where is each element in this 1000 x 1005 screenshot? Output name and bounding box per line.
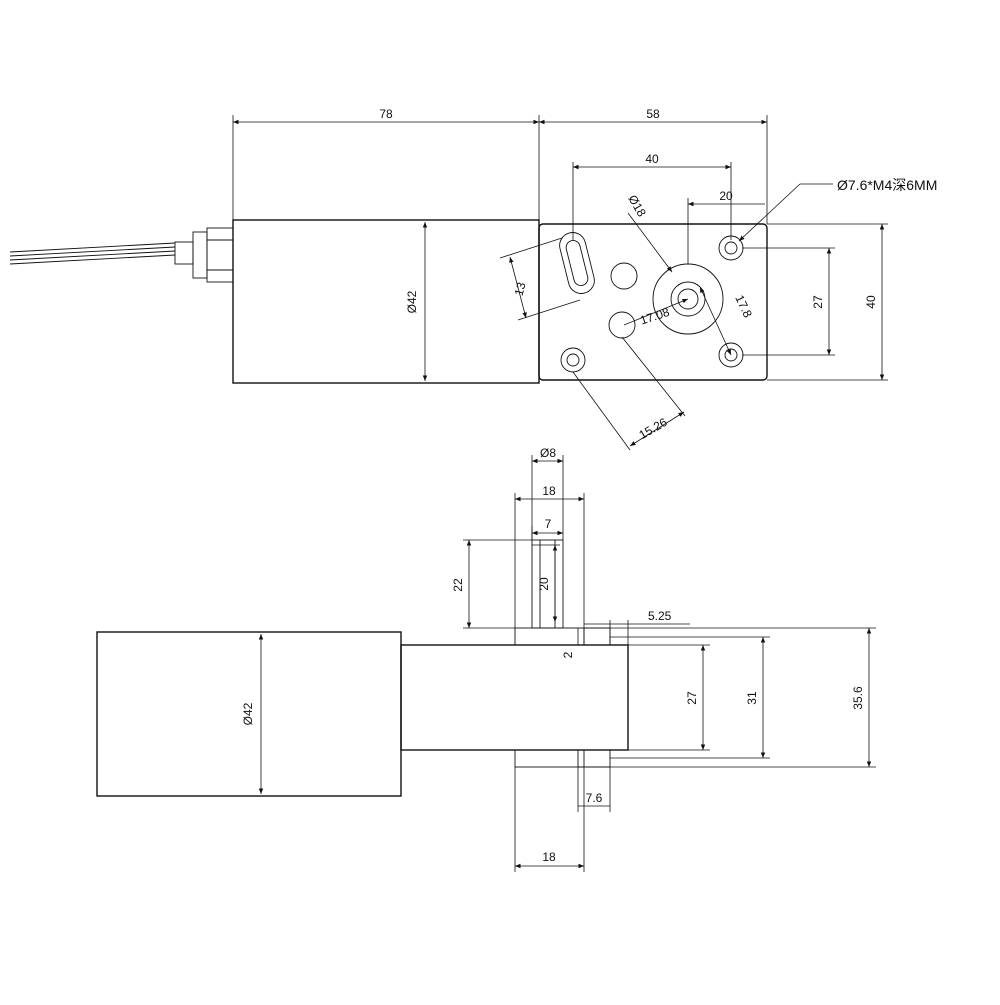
boss-lower (577, 749, 611, 768)
dim-27-top-label: 27 (811, 295, 825, 309)
dim-5-25: 5.25 (584, 609, 690, 645)
dim-13-label: 13 (512, 280, 529, 297)
dim-17-8-label: 17.8 (732, 293, 755, 320)
dim-20-side: 20 (532, 544, 560, 622)
dim-40-horizontal: 40 (572, 152, 732, 240)
dim-20: 20 (687, 189, 765, 264)
dim-18-top: 18 (514, 484, 585, 628)
dim-78: 78 (232, 107, 540, 224)
dim-7: 7 (531, 517, 563, 540)
dim-40-label: 40 (645, 152, 659, 166)
dim-35-6-label: 35.6 (851, 686, 865, 710)
mounting-hole-bottom-left (560, 347, 586, 373)
dim-22-label: 22 (451, 578, 465, 592)
dim-35-6: 35.6 (584, 627, 876, 768)
dim-7-6-label: 7.6 (586, 791, 603, 805)
dim-17-8: 17.8 (699, 286, 755, 356)
dim-20-side-label: 20 (537, 577, 551, 591)
dim-15-26-label: 15.26 (636, 415, 669, 442)
dim-2-label: 2 (561, 651, 575, 658)
dim-dia-18-label: Ø18 (625, 193, 649, 220)
mounting-slot (559, 232, 595, 294)
flange-lower (514, 749, 585, 768)
dim-22: 22 (451, 539, 532, 629)
hole-callout-label: Ø7.6*M4深6MM (837, 177, 937, 193)
hole-small-upper (610, 262, 638, 290)
dim-7-label: 7 (545, 517, 552, 531)
dim-58: 58 (539, 107, 768, 224)
hole-small-lower (608, 311, 636, 339)
dim-5-25-label: 5.25 (648, 609, 672, 623)
dim-18-bottom-label: 18 (542, 850, 556, 864)
dim-27-side-label: 27 (685, 691, 699, 705)
dim-dia-42-top: Ø42 (405, 222, 428, 381)
dim-40-vertical: 40 (767, 223, 888, 381)
cable-gland (174, 227, 234, 283)
dim-18-top-label: 18 (542, 484, 556, 498)
dim-dia-42-top-label: Ø42 (405, 290, 419, 313)
hole-callout: Ø7.6*M4深6MM (738, 177, 937, 242)
dim-58-label: 58 (646, 107, 660, 121)
dim-dia-42-side-label: Ø42 (241, 702, 255, 725)
dim-7-6: 7.6 (577, 767, 611, 812)
dim-20-label: 20 (719, 189, 733, 203)
boss-upper (583, 627, 611, 646)
flange-upper (514, 627, 585, 646)
dim-2: 2 (561, 628, 579, 658)
dim-18-bottom: 18 (514, 767, 585, 872)
dim-78-label: 78 (379, 107, 393, 121)
dim-13: 13 (499, 237, 581, 321)
dim-40-vertical-label: 40 (864, 295, 878, 309)
gearbox-body-side (400, 644, 629, 751)
top-view: 78 58 40 20 Ø18 Ø7.6*M4深6 (9, 107, 937, 451)
dim-dia-8-label: Ø8 (540, 446, 556, 460)
dim-31-label: 31 (745, 691, 759, 705)
dim-15-26: 15.26 (572, 336, 686, 451)
dim-dia-42-side: Ø42 (241, 634, 264, 794)
motor-body-top (232, 219, 540, 384)
dim-17-08-label: 17.08 (638, 305, 671, 328)
dim-27-top: 27 (742, 247, 835, 356)
dim-dia-18: Ø18 (625, 193, 673, 273)
wire-leads (9, 242, 176, 265)
dim-27-side: 27 (628, 644, 710, 751)
side-view: Ø8 18 7 22 20 (96, 446, 876, 872)
dim-31: 31 (610, 636, 770, 759)
gearbox-plate (538, 223, 768, 381)
